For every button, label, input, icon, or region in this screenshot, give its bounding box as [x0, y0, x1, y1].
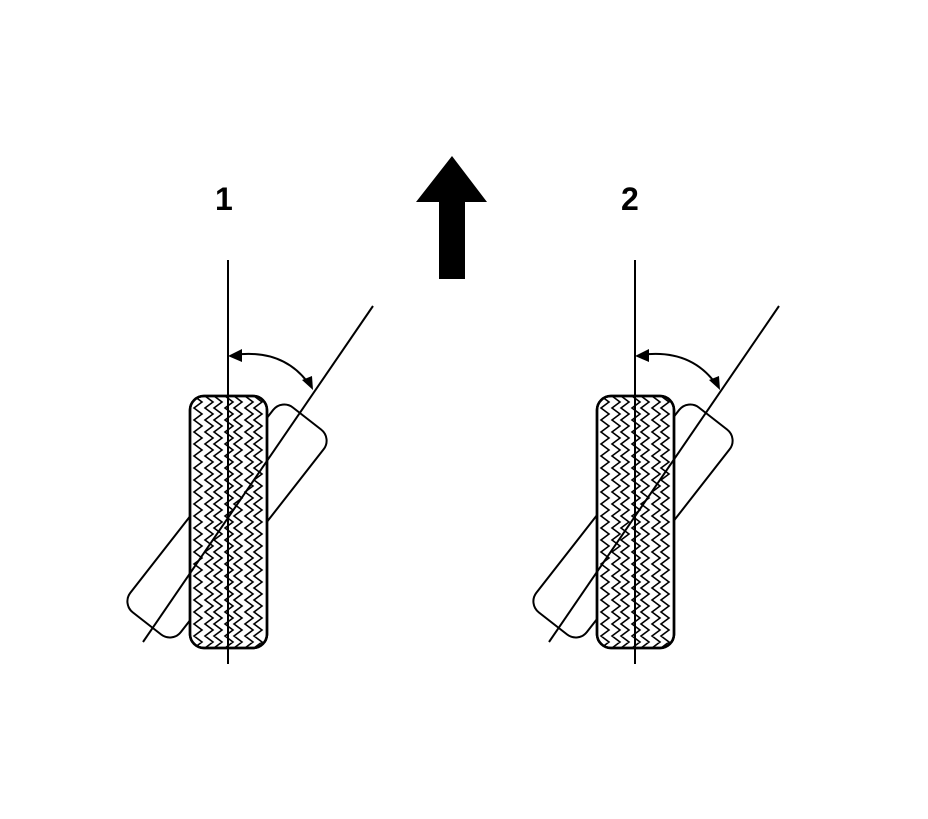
tread-wave: [650, 396, 662, 648]
wheel-1-angle-arc: [228, 349, 313, 390]
tread-wave: [212, 396, 224, 648]
wheel-1-label: 1: [215, 181, 233, 217]
tread-wave: [599, 396, 611, 648]
tread-wave: [252, 396, 264, 648]
tread-wave: [610, 396, 622, 648]
tread-wave: [639, 396, 651, 648]
wheel-2-tread: [599, 396, 671, 648]
tread-wave: [192, 396, 204, 648]
tread-wave: [619, 396, 631, 648]
tread-wave: [203, 396, 215, 648]
forward-arrow-icon: [416, 156, 487, 279]
wheel-2: [532, 260, 780, 664]
wheel-1-steer-line: [142, 305, 374, 643]
tread-wave: [659, 396, 671, 648]
tread-wave: [223, 396, 235, 648]
tread-wave: [243, 396, 255, 648]
wheel-2-steer-line: [548, 305, 780, 643]
tread-wave: [630, 396, 642, 648]
wheel-2-label: 2: [621, 181, 639, 217]
tread-wave: [232, 396, 244, 648]
wheel-2-angle-arc: [635, 349, 720, 390]
wheel-1-tread: [192, 396, 264, 648]
wheel-1: [126, 260, 374, 664]
